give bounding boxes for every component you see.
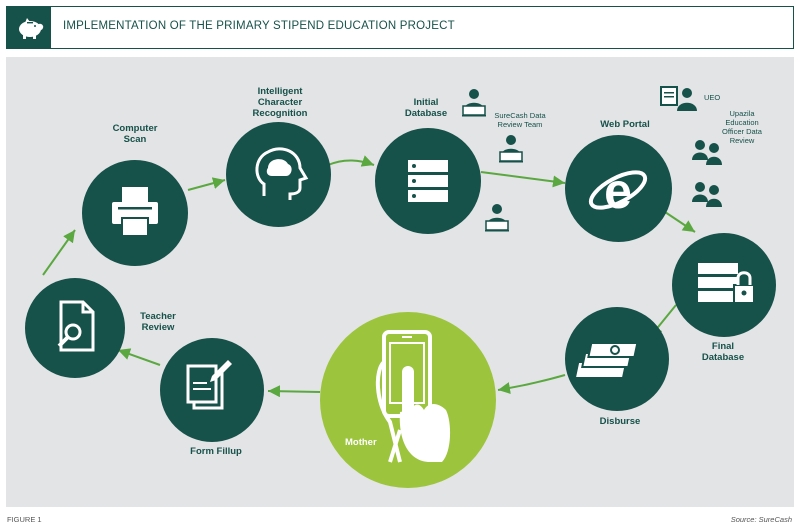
server-icon <box>408 160 448 202</box>
surecash-review-label: SureCash Data Review Team <box>494 111 546 129</box>
printer-icon <box>112 187 158 237</box>
figure-title: IMPLEMENTATION OF THE PRIMARY STIPEND ED… <box>63 20 455 32</box>
figure-header: IMPLEMENTATION OF THE PRIMARY STIPEND ED… <box>6 6 794 49</box>
arrow-webportal-to-finaldb <box>664 211 696 233</box>
locked-server-icon <box>698 263 755 304</box>
teacher-review-label: Teacher Review <box>140 311 176 333</box>
officer-group-icon <box>692 182 722 207</box>
web-portal-node: e <box>565 135 672 242</box>
icr-label: Intelligent Character Recognition <box>252 86 308 119</box>
form-fillup-label: Form Fillup <box>190 446 242 457</box>
officer-group-icon <box>692 140 722 165</box>
reviewer-icon <box>485 204 509 232</box>
mother-node: Mother <box>320 312 496 488</box>
disburse-node <box>565 307 669 411</box>
web-portal-label: Web Portal <box>600 119 650 130</box>
form-fillup-node <box>160 338 264 442</box>
disburse-label: Disburse <box>599 416 641 427</box>
arrow-initialdb-to-webportal <box>480 171 566 188</box>
figure-number: FIGURE 1 <box>7 515 42 524</box>
internet-explorer-icon: e <box>588 163 648 219</box>
source-note: Source: SureCash <box>730 515 792 524</box>
arrow-scan-to-icr <box>187 177 226 191</box>
teacher-review-node <box>25 278 125 378</box>
arrow-teacher-to-scan <box>42 229 76 276</box>
arrow-icr-to-initialdb <box>327 155 375 167</box>
arrow-disburse-to-mother <box>497 374 566 394</box>
logo-box <box>7 7 51 48</box>
final-database-node <box>672 233 776 337</box>
ueo-icon <box>660 86 697 111</box>
upazila-label: Upazila Education Officer Data Review <box>722 109 762 145</box>
icr-node <box>226 122 331 227</box>
computer-scan-node <box>82 160 188 266</box>
brain-head-icon <box>255 147 309 200</box>
final-database-label: Final Database <box>701 341 745 363</box>
computer-scan-label: Computer Scan <box>112 123 158 145</box>
form-pen-icon <box>186 360 232 410</box>
arrow-mother-to-formfillup <box>267 385 321 398</box>
initial-database-node <box>375 128 481 234</box>
cash-stack-icon <box>576 342 639 377</box>
ueo-label: UEO <box>704 93 721 102</box>
reviewer-icon <box>462 89 486 117</box>
arrow-formfillup-to-teacher <box>117 348 161 366</box>
reviewer-icon <box>499 135 523 163</box>
mother-label: Mother <box>345 437 377 448</box>
piggy-bank-icon <box>19 18 44 39</box>
initial-database-label: Initial Database <box>404 97 448 119</box>
phone-hand-icon <box>375 330 451 463</box>
document-search-icon <box>57 300 95 352</box>
